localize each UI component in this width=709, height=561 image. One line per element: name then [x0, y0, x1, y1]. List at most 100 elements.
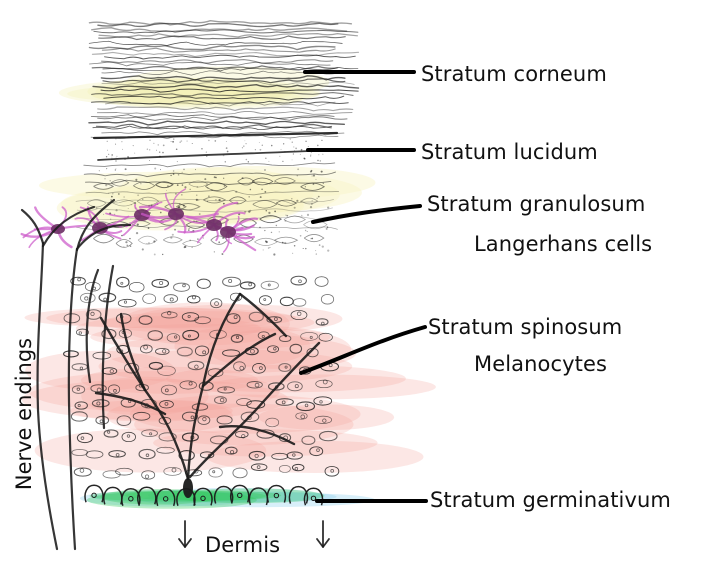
- lucidum-dot: [304, 158, 306, 160]
- stratum-corneum-line: [89, 41, 342, 45]
- granulosum-cell: [163, 237, 182, 243]
- granulosum-granule: [96, 207, 98, 209]
- lucidum-dot: [243, 146, 244, 147]
- granulosum-granule: [123, 196, 124, 197]
- spinosum-cell: [233, 468, 247, 478]
- spinosum-cell: [143, 294, 156, 304]
- granulosum-granule: [140, 183, 142, 185]
- lucidum-dot: [225, 161, 226, 162]
- lucidum-dot: [115, 139, 116, 140]
- granulosum-granule: [264, 191, 266, 193]
- lucidum-dot: [201, 148, 203, 150]
- granulosum-granule: [148, 227, 150, 229]
- granulosum-cell: [138, 236, 157, 244]
- lucidum-dot: [121, 141, 122, 142]
- granulosum-granule: [214, 251, 215, 252]
- lucidum-dot: [159, 156, 161, 158]
- lucidum-dot: [293, 147, 294, 148]
- granulosum-granule: [321, 171, 323, 173]
- lucidum-dot: [158, 144, 159, 145]
- granulosum-granule: [190, 189, 191, 190]
- granulosum-granule: [182, 172, 183, 173]
- granulosum-granule: [310, 206, 312, 208]
- lucidum-dot: [308, 146, 309, 147]
- granulosum-granule: [294, 245, 296, 247]
- granulosum-granule: [188, 229, 190, 231]
- lucidum-dot: [127, 156, 129, 158]
- granulosum-granule: [261, 188, 263, 190]
- granulosum-granule: [313, 175, 315, 177]
- lucidum-dot: [244, 140, 245, 141]
- granulosum-granule: [264, 169, 266, 171]
- cell-nucleus: [85, 297, 88, 300]
- label-stratum-germinativum: Stratum germinativum: [430, 487, 671, 513]
- lucidum-dot: [111, 154, 113, 156]
- lucidum-dot: [176, 148, 178, 150]
- lucidum-dot: [214, 140, 216, 142]
- spinosum-pink-wash: [81, 367, 258, 394]
- granulosum-granule: [99, 170, 100, 171]
- granulosum-granule: [182, 184, 183, 185]
- granulosum-granule: [196, 195, 197, 196]
- granulosum-granule: [215, 177, 217, 179]
- granulosum-granule: [108, 193, 109, 194]
- granulosum-granule: [121, 235, 122, 236]
- granulosum-granule: [271, 232, 272, 233]
- cell-nucleus: [80, 469, 84, 473]
- granulosum-granule: [235, 191, 237, 193]
- granulosum-granule: [170, 175, 171, 176]
- cell-nucleus: [78, 278, 81, 281]
- granulosum-granule: [264, 230, 265, 231]
- label-stratum-granulosum: Stratum granulosum: [427, 191, 645, 217]
- label-nerve-endings: Nerve endings: [11, 338, 37, 490]
- granulosum-granule: [318, 196, 320, 198]
- granulosum-granule: [196, 199, 198, 201]
- granulosum-granule: [137, 194, 139, 196]
- lucidum-dot: [206, 152, 207, 153]
- lucidum-dot: [226, 141, 227, 142]
- lucidum-dot: [293, 153, 294, 154]
- lucidum-dot: [262, 145, 263, 146]
- granulosum-granule: [142, 248, 144, 250]
- granulosum-granule: [326, 228, 328, 230]
- granulosum-granule: [142, 199, 143, 200]
- label-stratum-spinosum: Stratum spinosum: [428, 314, 622, 340]
- lucidum-dot: [108, 154, 109, 155]
- lucidum-dot: [280, 149, 281, 150]
- granulosum-granule: [300, 235, 302, 237]
- granulosum-granule: [172, 234, 174, 236]
- granulosum-granule: [263, 249, 264, 250]
- lucidum-dot: [279, 156, 280, 157]
- spinosum-cell: [174, 283, 190, 291]
- granulosum-granule: [203, 237, 204, 238]
- granulosum-granule: [162, 254, 163, 255]
- lucidum-dot: [227, 151, 229, 153]
- granulosum-granule: [305, 248, 306, 249]
- cell-nucleus: [299, 280, 302, 283]
- lucidum-dot: [134, 153, 135, 154]
- granulosum-granule: [160, 212, 162, 214]
- granulosum-granule: [274, 211, 276, 213]
- lucidum-dot: [133, 145, 134, 146]
- granulosum-granule: [154, 168, 156, 170]
- spinosum-pink-wash: [258, 404, 394, 430]
- granulosum-granule: [327, 207, 329, 209]
- granulosum-granule: [305, 230, 306, 231]
- granulosum-granule: [184, 246, 186, 248]
- lucidum-dot: [177, 161, 178, 162]
- granulosum-granule: [177, 184, 179, 186]
- stratum-corneum-line: [94, 30, 358, 33]
- granulosum-granule: [112, 193, 113, 194]
- lucidum-dot: [295, 147, 297, 149]
- granulosum-granule: [215, 199, 216, 200]
- granulosum-granule: [223, 203, 225, 205]
- lucidum-dot: [122, 149, 123, 150]
- granulosum-granule: [115, 209, 117, 211]
- lucidum-dot: [107, 150, 108, 151]
- granulosum-granule: [250, 189, 252, 191]
- granulosum-granule: [110, 180, 111, 181]
- granulosum-granule: [175, 193, 176, 194]
- lucidum-dot: [292, 142, 293, 143]
- lucidum-dot: [153, 143, 154, 144]
- langerhans-cell-body: [206, 219, 222, 231]
